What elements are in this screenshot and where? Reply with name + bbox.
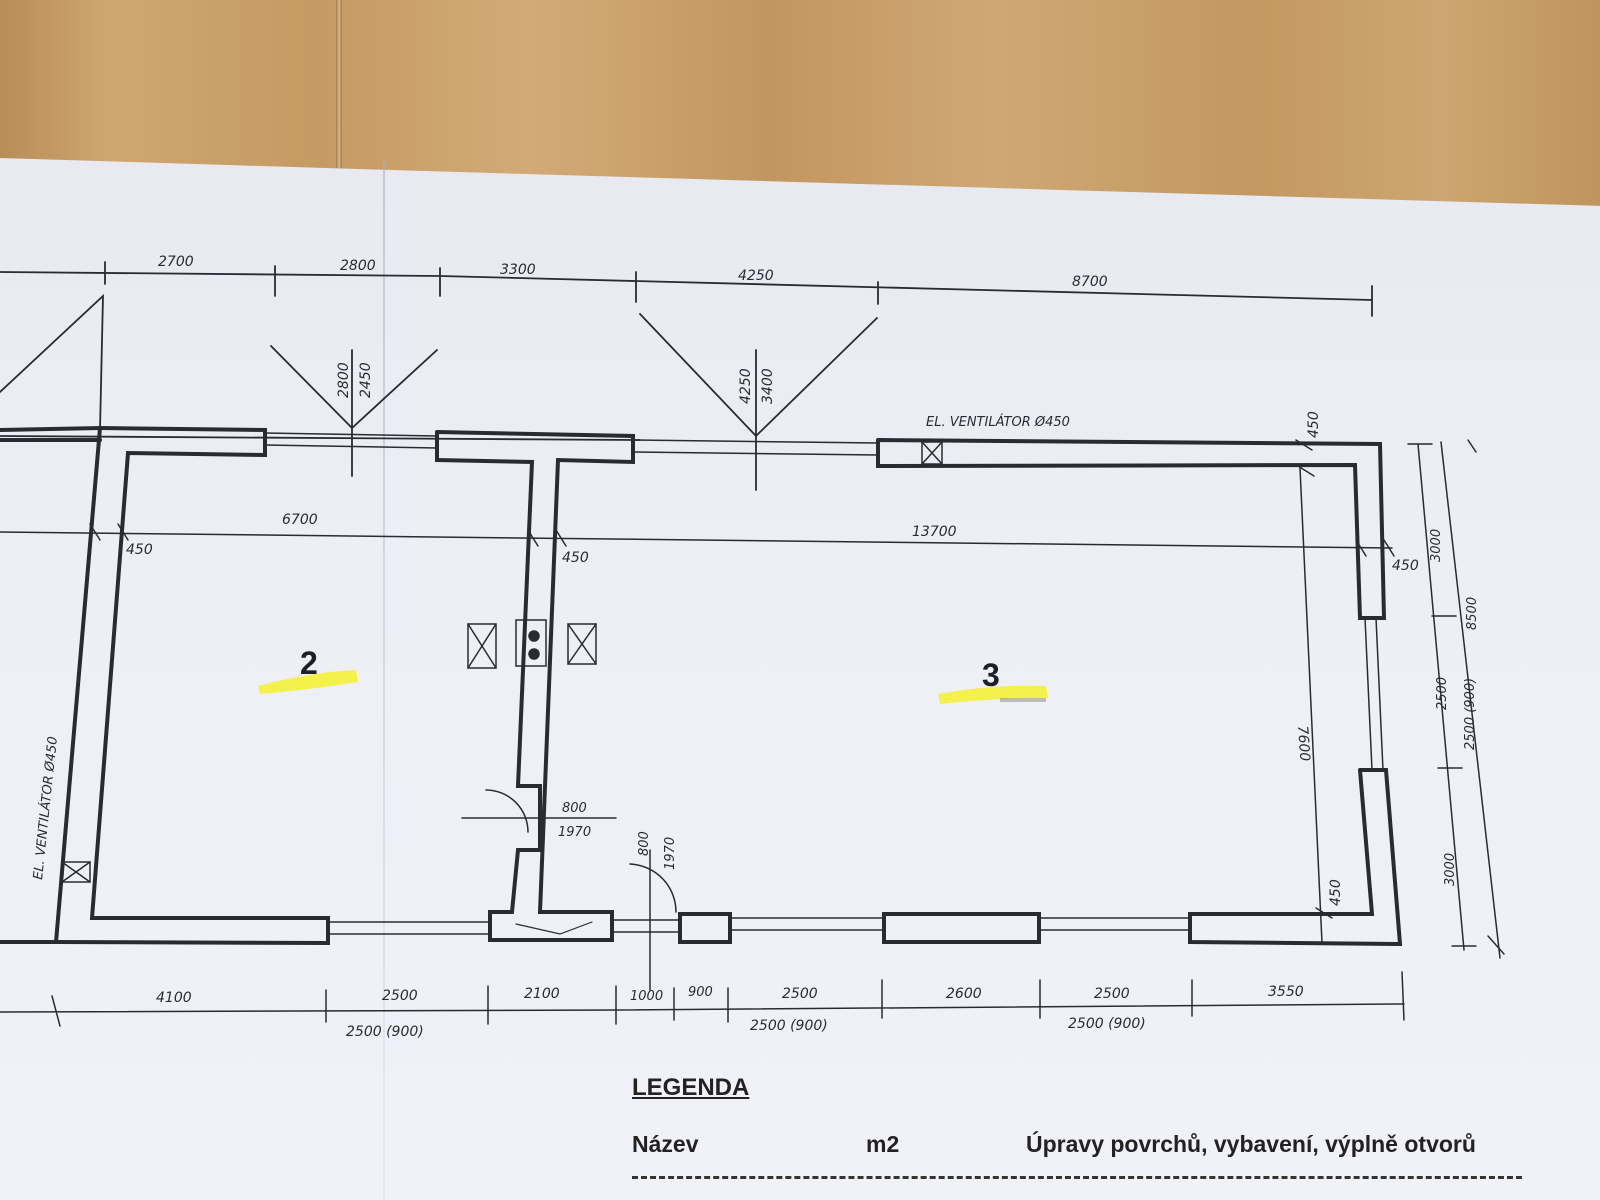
door1-width: 800 [562,801,587,816]
dim-top-2: 2800 [340,258,376,274]
legend-col-name: Název [632,1131,699,1157]
door-height-3: 4250 [738,368,754,404]
walls [0,425,1403,947]
door-height-1: 2800 [336,362,352,398]
dim-right-5: 8500 [1465,597,1480,630]
dim-room3-width: 13700 [912,524,957,540]
dim-bottom-sub-2: 2500 (900) [750,1018,828,1034]
dim-bottom-sub-3: 2500 (900) [1068,1016,1146,1032]
room-number-2: 2 [300,645,318,681]
paper-sheet [0,158,1600,1200]
dim-right-4: 3000 [1443,853,1458,886]
door1-height: 1970 [558,825,591,840]
dim-top-3: 3300 [500,262,536,278]
dim-top-1: 2700 [158,254,194,270]
dim-bottom-7: 2600 [946,986,982,1002]
dim-top-4: 4250 [738,268,774,284]
door-height-2: 2450 [358,362,374,398]
ventilator-label-top: EL. VENTILÁTOR Ø450 [926,414,1070,430]
door2-width: 800 [637,831,652,856]
door2-height: 1970 [663,837,678,870]
dim-wall-left: 450 [126,542,153,558]
dim-wall-bottom-right: 450 [1328,879,1344,906]
dim-bottom-sub-1: 2500 (900) [346,1024,424,1040]
dim-wall-mid: 450 [562,550,589,566]
room-number-3: 3 [982,657,1000,693]
dim-bottom-4: 1000 [630,989,663,1004]
door-swings [461,789,677,991]
interior-dimension-line [0,439,1395,944]
legend-col-desc: Úpravy povrchů, vybavení, výplně otvorů [1026,1131,1476,1157]
ventilator-symbols [61,441,943,883]
dim-wall-right: 450 [1392,558,1419,574]
dim-bottom-9: 3550 [1268,984,1304,1000]
legend-dashed-rule [632,1176,1522,1179]
dim-bottom-5: 900 [688,985,713,1000]
radiator-symbols [467,619,597,669]
dim-room2-width: 6700 [282,512,318,528]
dim-room3-depth: 7600 [1294,725,1312,762]
right-dimension-lines [1407,439,1505,959]
legend-title: LEGENDA [632,1074,750,1101]
dim-right-1: 3000 [1429,529,1444,562]
dim-wall-top-right: 450 [1306,411,1322,438]
top-dimension-line [0,261,1373,317]
dim-bottom-2: 2500 [382,988,418,1004]
wood-plank-joint [336,0,342,175]
dim-top-5: 8700 [1072,274,1108,290]
window-openings [264,432,1384,935]
room-3-highlight [938,685,1048,704]
room-2-highlight [258,670,358,694]
paper-fold-line [383,160,385,1200]
dim-bottom-6: 2500 [782,986,818,1002]
dim-right-3: 2500 (900) [1463,678,1478,750]
door-swings-top [0,293,878,491]
dim-bottom-1: 4100 [156,990,192,1006]
legend-col-area: m2 [866,1131,900,1157]
door-height-4: 3400 [760,368,776,404]
dim-bottom-3: 2100 [524,986,560,1002]
bottom-dimension-lines [0,971,1405,1027]
ventilator-label-left: EL. VENTILÁTOR Ø450 [30,736,61,881]
dim-right-2: 2500 [1435,677,1450,710]
dim-bottom-8: 2500 [1094,986,1130,1002]
